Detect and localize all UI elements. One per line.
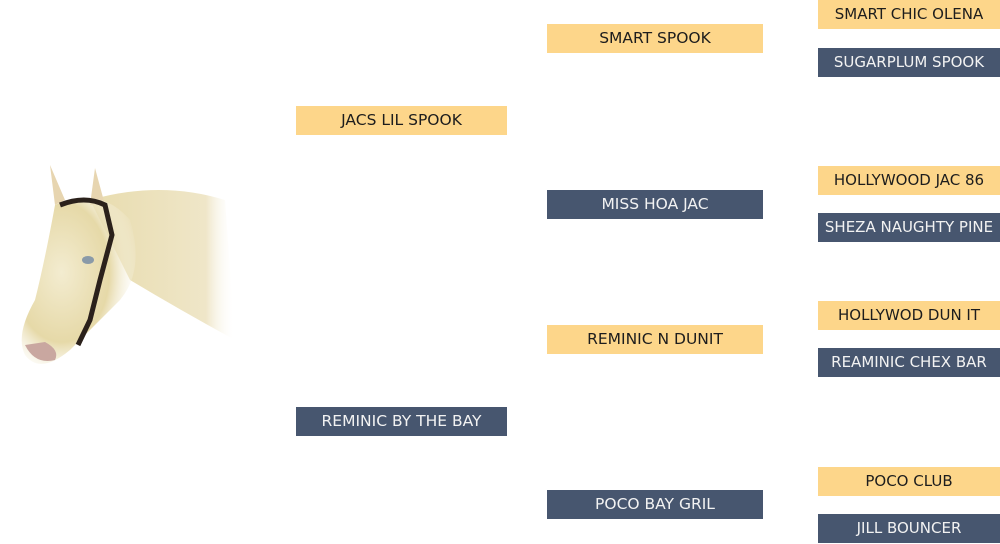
maternal-granddam-box[interactable]: POCO BAY GRIL (547, 490, 763, 519)
paternal-granddam-box[interactable]: MISS HOA JAC (547, 190, 763, 219)
great-grandparent-box[interactable]: REAMINIC CHEX BAR (818, 348, 1000, 377)
great-grandparent-box[interactable]: SMART CHIC OLENA (818, 0, 1000, 29)
horse-photo (10, 160, 240, 380)
great-grandparent-box[interactable]: SUGARPLUM SPOOK (818, 48, 1000, 77)
great-grandparent-box[interactable]: POCO CLUB (818, 467, 1000, 496)
great-grandparent-box[interactable]: HOLLYWOOD JAC 86 (818, 166, 1000, 195)
dam-box[interactable]: REMINIC BY THE BAY (296, 407, 507, 436)
maternal-grandsire-box[interactable]: REMINIC N DUNIT (547, 325, 763, 354)
paternal-grandsire-box[interactable]: SMART SPOOK (547, 24, 763, 53)
great-grandparent-box[interactable]: HOLLYWOD DUN IT (818, 301, 1000, 330)
sire-box[interactable]: JACS LIL SPOOK (296, 106, 507, 135)
great-grandparent-box[interactable]: SHEZA NAUGHTY PINE (818, 213, 1000, 242)
great-grandparent-box[interactable]: JILL BOUNCER (818, 514, 1000, 543)
